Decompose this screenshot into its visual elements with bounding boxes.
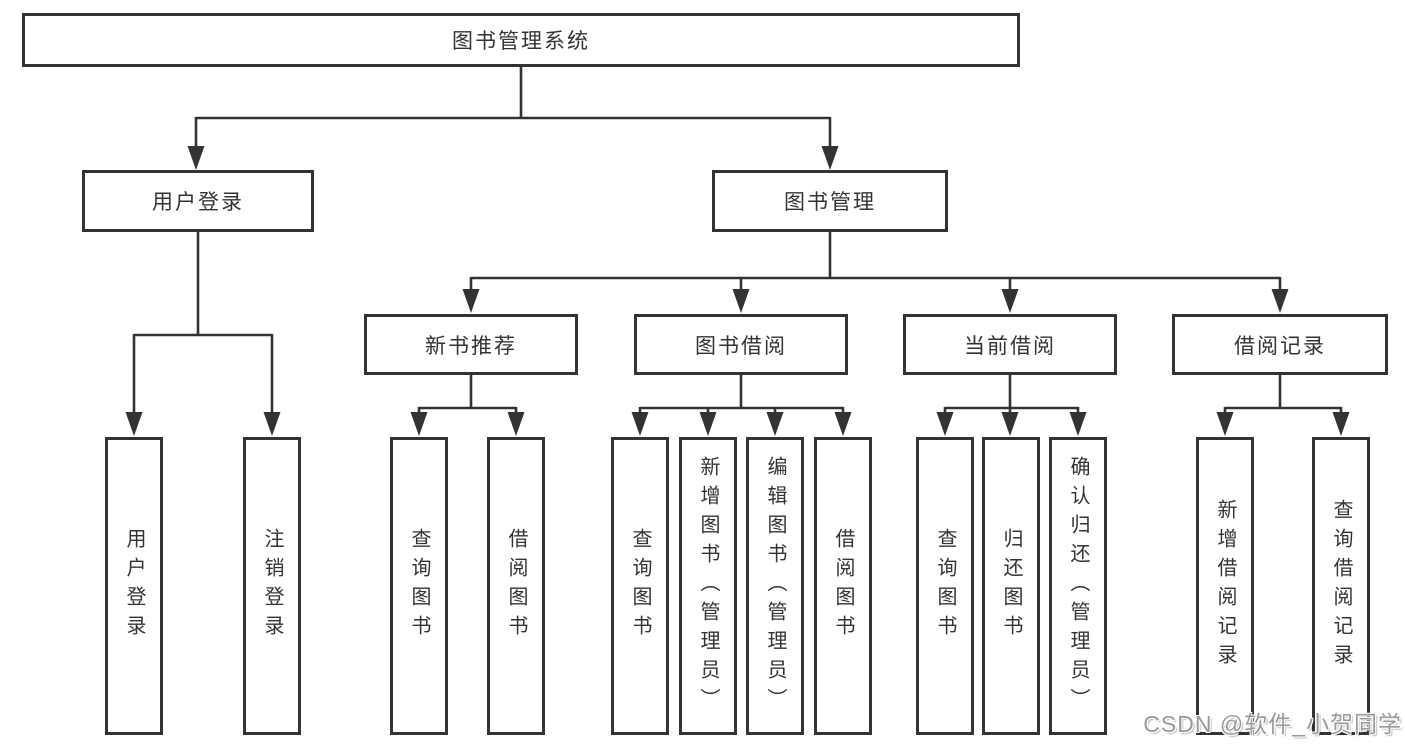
leaf-borrow-book-label: 借阅图书 xyxy=(832,528,854,644)
leaf-confirm-return-admin-label: 确认归还（管理员） xyxy=(1067,455,1089,717)
leaf-add-borrow-record-label: 新增借阅记录 xyxy=(1214,499,1236,673)
leaf-return-book: 归还图书 xyxy=(982,437,1040,735)
connector-root-to-level2 xyxy=(194,67,832,150)
leaf-logout-label: 注销登录 xyxy=(261,528,283,644)
leaf-recommend-borrow-book: 借阅图书 xyxy=(487,437,545,735)
leaf-current-query-book-label: 查询图书 xyxy=(934,528,956,644)
leaf-edit-book-admin-label: 编辑图书（管理员） xyxy=(764,455,786,717)
node-new-book-recommend-label: 新书推荐 xyxy=(425,334,517,358)
leaf-borrow-query-book-label: 查询图书 xyxy=(629,528,651,644)
leaf-user-login-label: 用户登录 xyxy=(123,528,145,644)
node-root: 图书管理系统 xyxy=(22,13,1020,67)
node-user-login-label: 用户登录 xyxy=(152,191,244,214)
node-new-book-recommend: 新书推荐 xyxy=(364,314,578,375)
node-book-borrow-label: 图书借阅 xyxy=(695,334,787,358)
node-current-borrow: 当前借阅 xyxy=(903,314,1117,375)
connector-book-borrow-to-children xyxy=(638,375,845,416)
leaf-borrow-query-book: 查询图书 xyxy=(611,437,669,735)
connector-book-management-to-level3 xyxy=(469,232,1282,292)
connector-current-borrow-to-children xyxy=(943,375,1080,416)
leaf-borrow-book: 借阅图书 xyxy=(814,437,872,735)
leaf-add-book-admin-label: 新增图书（管理员） xyxy=(697,455,719,717)
leaf-return-book-label: 归还图书 xyxy=(1000,528,1022,644)
node-book-management: 图书管理 xyxy=(712,170,948,232)
leaf-edit-book-admin: 编辑图书（管理员） xyxy=(746,437,804,735)
node-book-borrow: 图书借阅 xyxy=(634,314,848,375)
leaf-query-borrow-record: 查询借阅记录 xyxy=(1312,437,1370,735)
leaf-add-book-admin: 新增图书（管理员） xyxy=(679,437,737,735)
node-root-label: 图书管理系统 xyxy=(452,30,590,53)
leaf-query-borrow-record-label: 查询借阅记录 xyxy=(1330,499,1352,673)
leaf-add-borrow-record: 新增借阅记录 xyxy=(1196,437,1254,735)
leaf-logout: 注销登录 xyxy=(243,437,301,735)
leaf-recommend-query-book: 查询图书 xyxy=(390,437,448,735)
leaf-recommend-borrow-book-label: 借阅图书 xyxy=(505,528,527,644)
connector-new-book-to-children xyxy=(417,375,518,416)
leaf-confirm-return-admin: 确认归还（管理员） xyxy=(1049,437,1107,735)
node-borrow-record: 借阅记录 xyxy=(1172,314,1388,375)
node-user-login: 用户登录 xyxy=(82,170,314,232)
leaf-user-login: 用户登录 xyxy=(105,437,163,735)
csdn-watermark: CSDN @软件_小贺同学 xyxy=(1143,711,1402,737)
connector-borrow-record-to-children xyxy=(1223,375,1343,416)
connector-user-login-to-children xyxy=(132,232,274,416)
node-borrow-record-label: 借阅记录 xyxy=(1234,334,1326,358)
arrowheads xyxy=(125,146,1350,436)
leaf-current-query-book: 查询图书 xyxy=(916,437,974,735)
node-book-management-label: 图书管理 xyxy=(784,191,876,214)
leaf-recommend-query-book-label: 查询图书 xyxy=(408,528,430,644)
node-current-borrow-label: 当前借阅 xyxy=(964,334,1056,358)
